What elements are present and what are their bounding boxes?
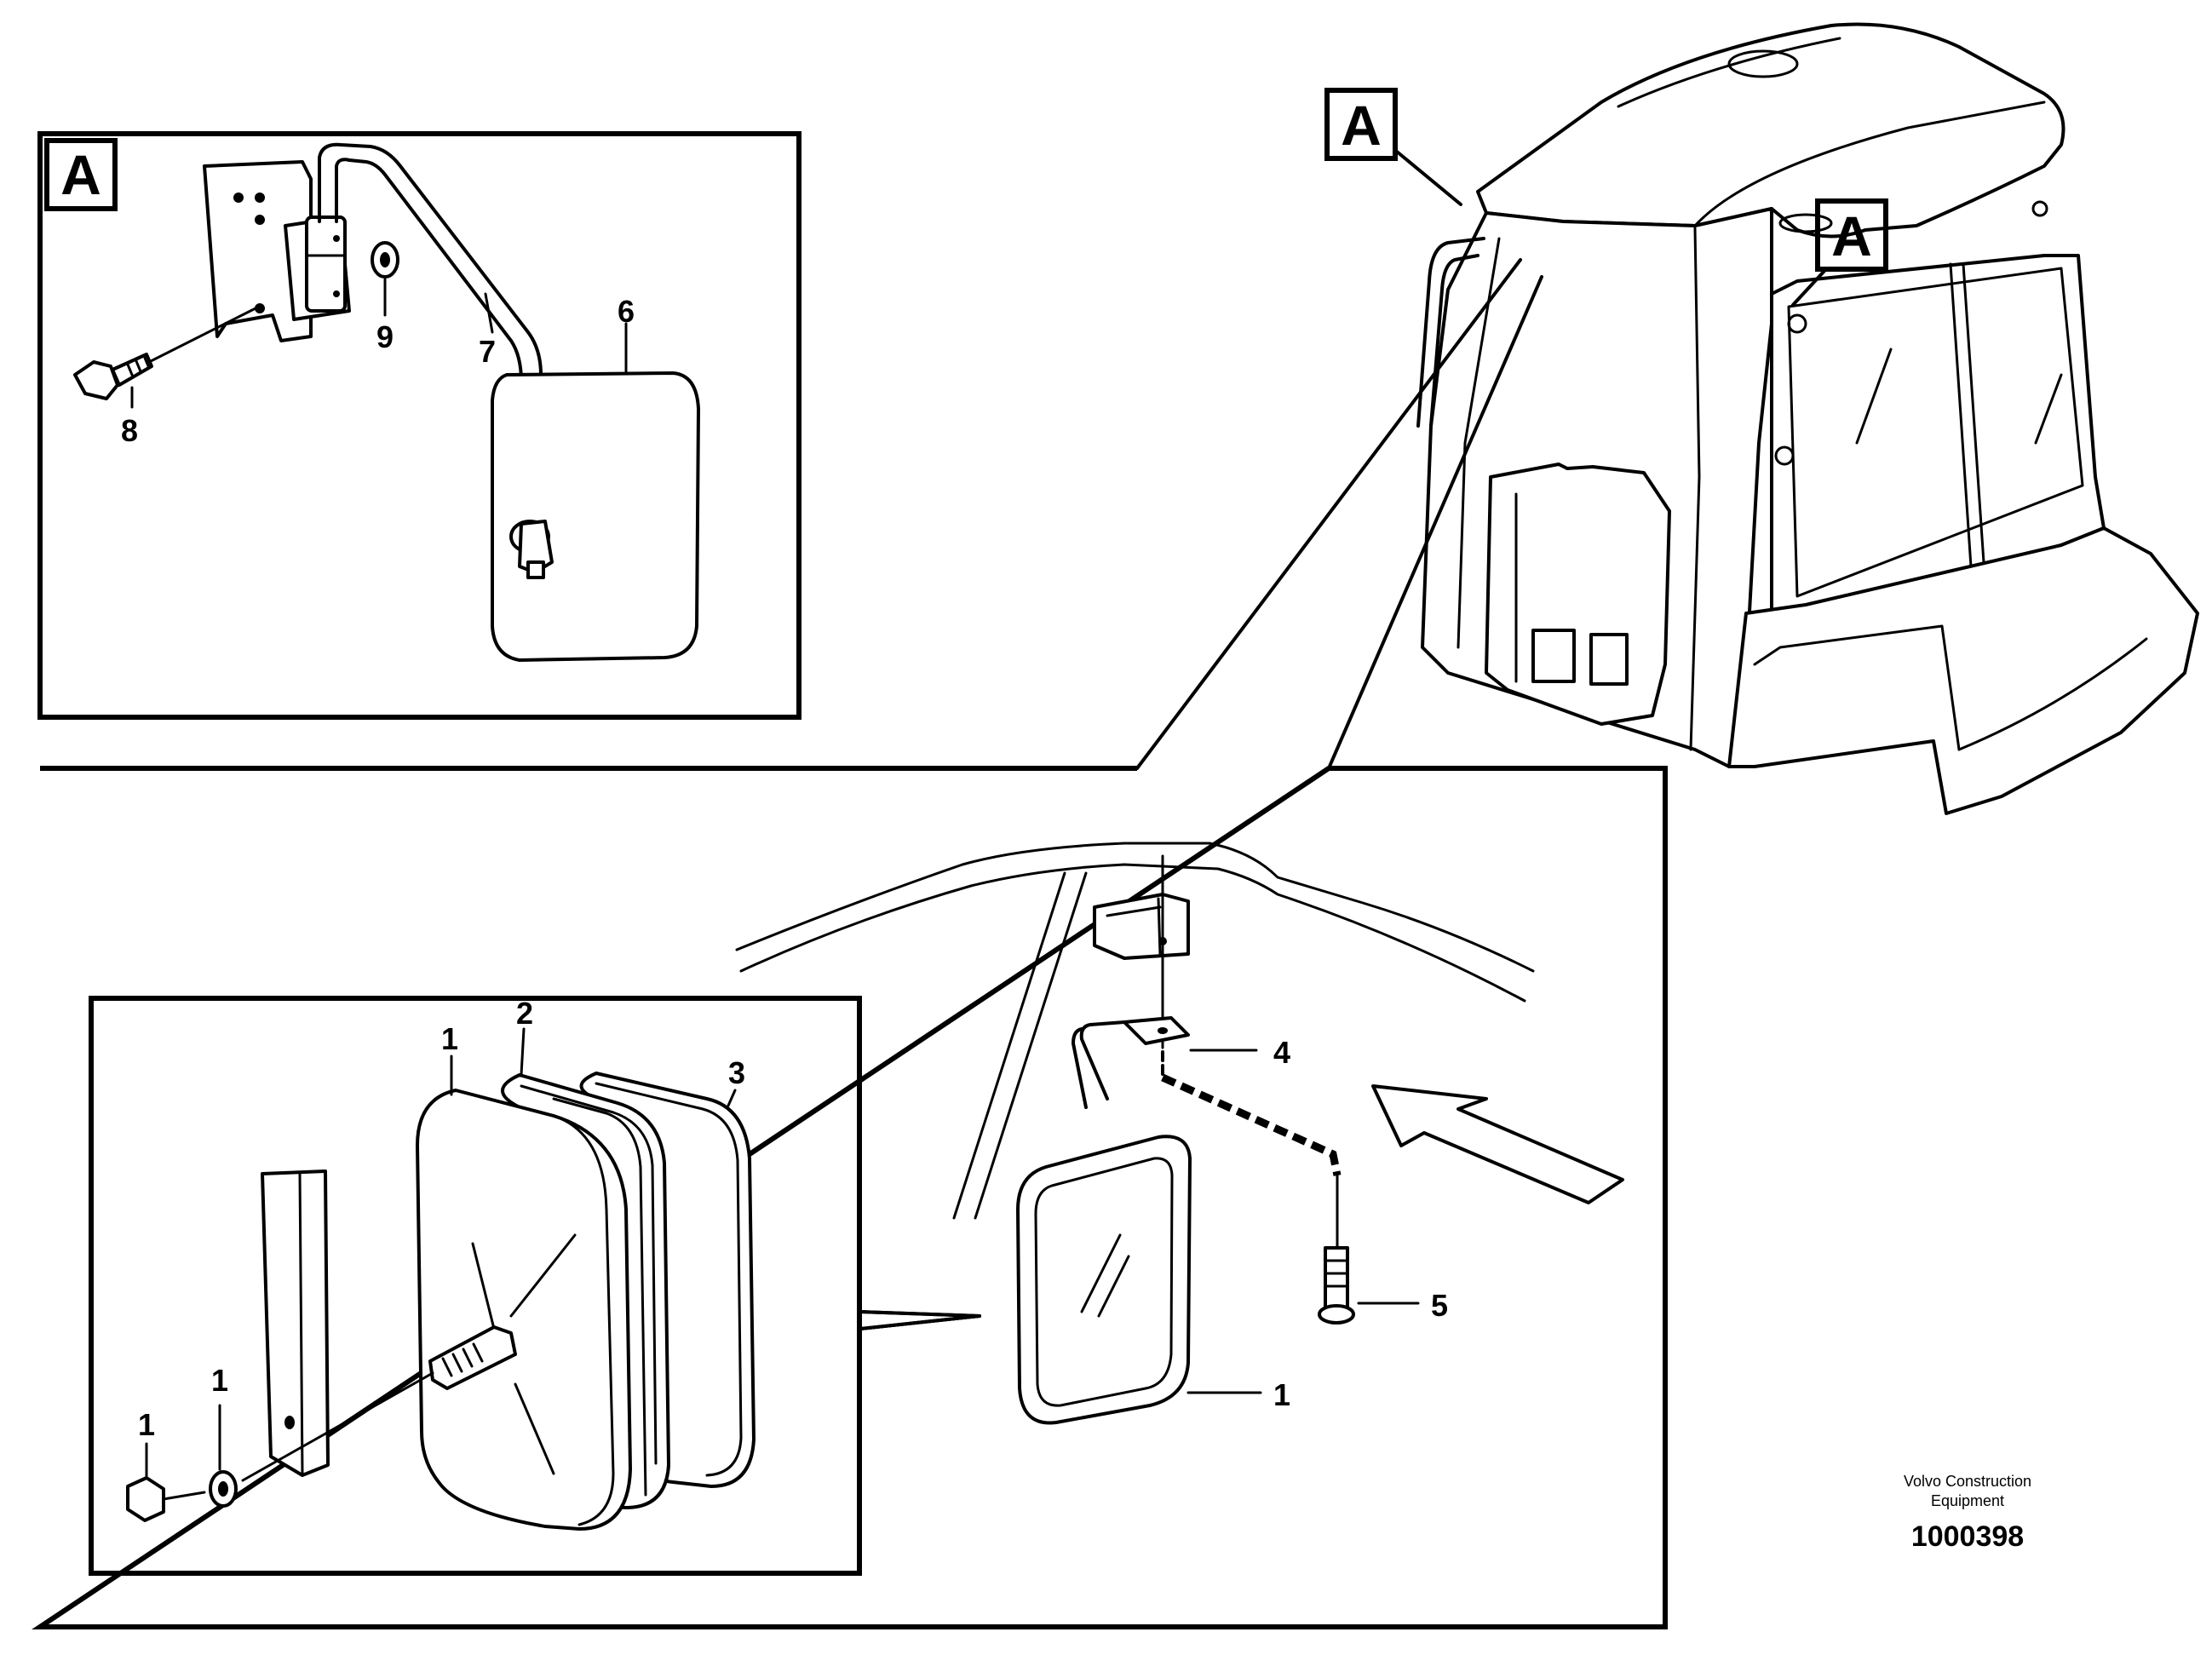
- label-item-2: 2: [516, 996, 533, 1031]
- label-item-1-head: 1: [441, 1021, 458, 1056]
- label-item-9: 9: [376, 319, 394, 354]
- label-item-5: 5: [1431, 1288, 1448, 1323]
- washer-item-1: [209, 1470, 238, 1508]
- washer-item-9: [371, 241, 399, 279]
- bolt-item-8: [73, 307, 257, 400]
- cab-tag-lower: A: [1831, 204, 1872, 267]
- label-item-1-nut: 1: [138, 1407, 155, 1442]
- inset-a-panel: A: [37, 131, 801, 720]
- maker-line-2: Equipment: [1931, 1492, 2004, 1509]
- maker-line-1: Volvo Construction: [1904, 1473, 2031, 1490]
- mirror-arm: [318, 142, 543, 521]
- inset-a-tag: A: [60, 143, 101, 206]
- label-item-1-assembled: 1: [1273, 1377, 1290, 1412]
- mirror-head-item-1: [416, 1089, 632, 1531]
- bolt-item-5: [1318, 1246, 1420, 1325]
- hinge-block: [305, 215, 347, 313]
- exploded-mirror-panel: 1 2 3 1 1: [89, 996, 981, 1576]
- upper-bracket: [1093, 854, 1190, 1049]
- nut-item-1: [126, 1476, 206, 1522]
- cab-tag-upper: A: [1341, 94, 1382, 157]
- cab-illustration: A A: [1324, 22, 2199, 815]
- mirror-item-6: [491, 371, 700, 662]
- footer-block: Volvo Construction Equipment 1000398: [1904, 1473, 2031, 1553]
- label-item-6: 6: [618, 294, 635, 329]
- arm-bracket-item-4: [1072, 1016, 1342, 1250]
- label-item-4: 4: [1273, 1035, 1290, 1070]
- threaded-stud: [241, 1325, 517, 1482]
- assembled-mirror-item-1: [1016, 1135, 1262, 1425]
- view-direction-arrow: [1371, 1084, 1624, 1204]
- label-item-7: 7: [479, 334, 496, 369]
- label-item-3: 3: [728, 1055, 745, 1090]
- label-item-1-washer: 1: [211, 1363, 228, 1398]
- drawing-number: 1000398: [1911, 1520, 2024, 1553]
- label-item-8: 8: [121, 413, 138, 448]
